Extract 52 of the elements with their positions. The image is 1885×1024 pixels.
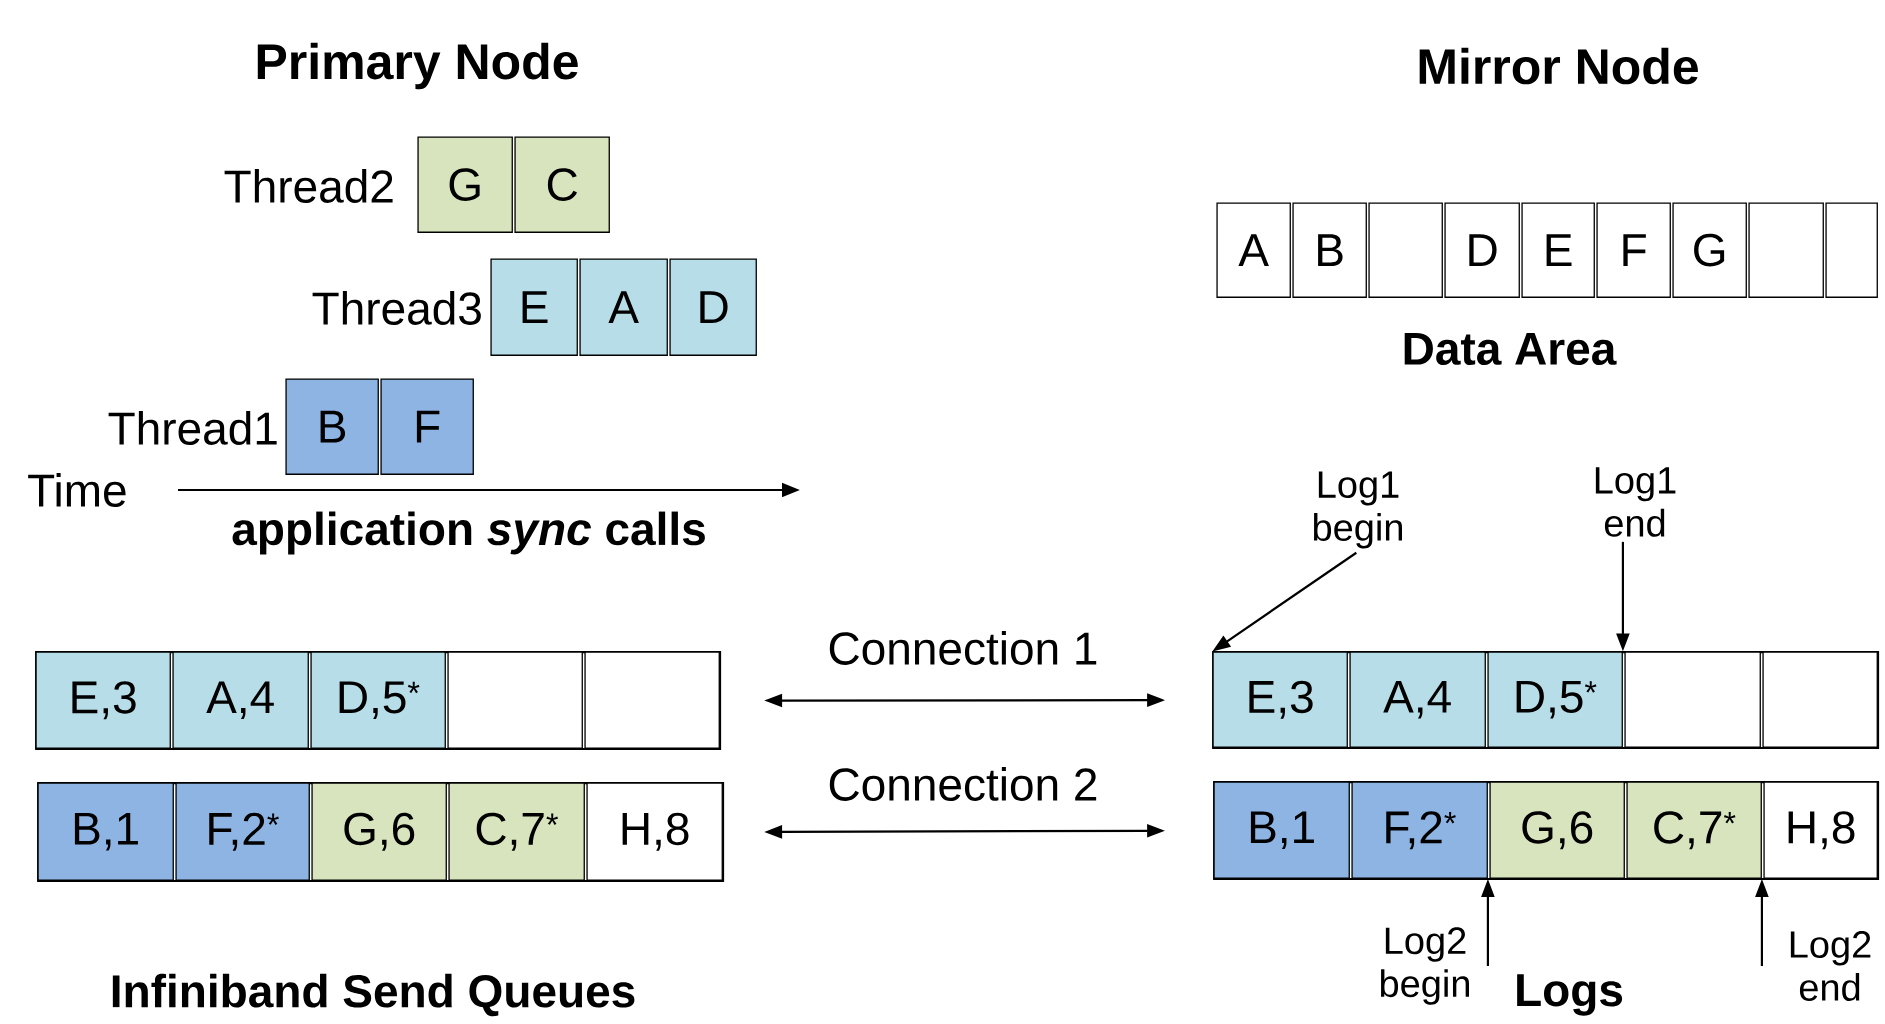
callout-label: Log1 begin	[1313, 471, 1402, 549]
thread-cell: A	[579, 258, 668, 356]
data-cell: G	[1672, 202, 1747, 298]
thread-cell: D	[669, 258, 757, 356]
log-cell: A,4	[1349, 651, 1486, 748]
queue-cell: F,2$^{*}$	[175, 782, 310, 881]
thread-label: Thread1	[108, 411, 277, 445]
queue-cell: C,7$^{*}$	[448, 782, 585, 881]
edge-label: Connection 2	[829, 767, 1097, 801]
thread-cell: B	[285, 378, 379, 475]
queue-cell: D,5$^{*}$	[310, 651, 446, 749]
edge-label: Connection 1	[829, 631, 1097, 665]
data-cell	[1748, 202, 1824, 298]
data-cell	[1825, 202, 1878, 298]
queue-cell: E,3	[35, 651, 171, 749]
log-cell: H,8	[1763, 781, 1878, 879]
callout-label: Log2 end	[1790, 931, 1871, 1001]
data-cell: F	[1596, 202, 1671, 298]
data-cell: E	[1521, 202, 1595, 298]
axis-label: Time	[28, 473, 126, 507]
log-cell	[1624, 651, 1761, 748]
thread-cell: G	[417, 136, 513, 233]
data-cell: D	[1444, 202, 1520, 298]
log-cell: G,6	[1489, 781, 1625, 879]
thread-cell: C	[514, 136, 610, 233]
callout-label: Log1 end	[1595, 467, 1676, 537]
data-cell	[1368, 202, 1443, 298]
log-cell: F,2$^{*}$	[1351, 781, 1488, 879]
queue-cell: H,8	[586, 782, 723, 881]
thread-label: Thread3	[312, 291, 481, 325]
log-cell	[1762, 651, 1878, 748]
thread-cell: E	[490, 258, 578, 356]
thread-label: Thread2	[224, 169, 393, 203]
log-cell: C,7$^{*}$	[1626, 781, 1762, 879]
heading: Mirror Node	[1419, 47, 1698, 85]
caption: Logs	[1517, 974, 1623, 1016]
log-cell: D,5$^{*}$	[1487, 651, 1623, 748]
caption: application sync calls	[232, 511, 705, 555]
queue-cell: A,4	[172, 651, 309, 749]
caption: Infiniband Send Queues	[112, 973, 635, 1017]
queue-cell	[584, 651, 720, 749]
heading: Primary Node	[257, 42, 578, 90]
queue-cell	[447, 651, 583, 749]
callout-label: Log2 begin	[1380, 927, 1469, 1005]
queue-cell: B,1	[37, 782, 174, 881]
queue-cell: G,6	[311, 782, 447, 881]
caption: Data Area	[1404, 332, 1617, 366]
log-cell: B,1	[1213, 781, 1350, 879]
data-cell: A	[1216, 202, 1291, 298]
thread-cell: F	[380, 378, 474, 475]
log-cell: E,3	[1212, 651, 1348, 748]
data-cell: B	[1292, 202, 1367, 298]
